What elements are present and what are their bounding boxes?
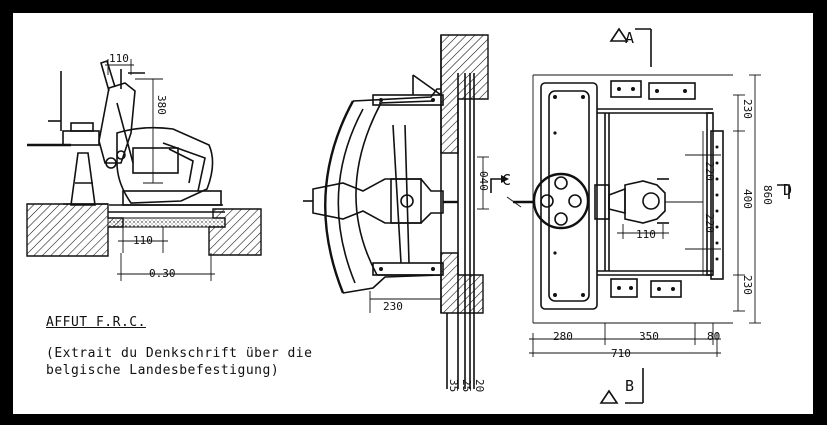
section-marker-c: C bbox=[502, 171, 512, 189]
dim-400: 400 bbox=[741, 189, 754, 209]
cupola-outer bbox=[324, 100, 355, 294]
mounting-plan-view bbox=[506, 27, 790, 404]
dim-280: 280 bbox=[553, 330, 573, 343]
technical-drawing bbox=[26, 27, 790, 404]
section-marker-d: D bbox=[783, 181, 793, 199]
caption-title: AFFUT F.R.C. bbox=[46, 315, 146, 330]
pedestal bbox=[70, 152, 96, 206]
dim-230-bottom-plan: 230 bbox=[741, 275, 754, 295]
dim-230-middle: 230 bbox=[383, 300, 403, 313]
pivot-body bbox=[312, 178, 444, 224]
dim-220-a: 220 bbox=[703, 161, 716, 181]
dim-710: 710 bbox=[611, 347, 631, 360]
dim-80: 80 bbox=[707, 330, 721, 343]
drawing-sheet: 110 380 110 0.30 230 040 35 25 20 C A B … bbox=[13, 13, 813, 414]
dim-350: 350 bbox=[639, 330, 659, 343]
caption-line-2: belgische Landesbefestigung) bbox=[46, 363, 280, 378]
dim-230-top-plan: 230 bbox=[741, 99, 754, 119]
dim-20: 20 bbox=[473, 379, 486, 393]
turntable-disc bbox=[532, 172, 590, 230]
dim-110-top: 110 bbox=[109, 52, 129, 65]
caption-line-1: (Extrait du Denkschrift über die bbox=[46, 346, 313, 361]
section-marker-a: A bbox=[625, 29, 635, 47]
dim-35: 35 bbox=[447, 379, 460, 393]
base-plate bbox=[540, 82, 598, 310]
dim-860: 860 bbox=[761, 185, 774, 205]
side-elevation-view bbox=[26, 59, 262, 281]
dim-110-plan: 110 bbox=[636, 228, 656, 241]
dim-25: 25 bbox=[460, 379, 473, 393]
base-slot bbox=[107, 217, 226, 228]
dim-380: 380 bbox=[155, 95, 168, 115]
wall-hatch-bottom bbox=[440, 252, 484, 314]
dim-040: 040 bbox=[477, 171, 490, 191]
mantlet bbox=[116, 126, 214, 204]
concrete-base-right bbox=[208, 208, 262, 256]
dim-220-b: 220 bbox=[703, 213, 716, 233]
dim-110-bottom: 110 bbox=[133, 234, 153, 247]
dim-030: 0.30 bbox=[149, 267, 176, 280]
section-marker-b: B bbox=[625, 377, 635, 395]
carriage-arm bbox=[98, 82, 136, 164]
embrasure-plan-view bbox=[303, 34, 509, 389]
